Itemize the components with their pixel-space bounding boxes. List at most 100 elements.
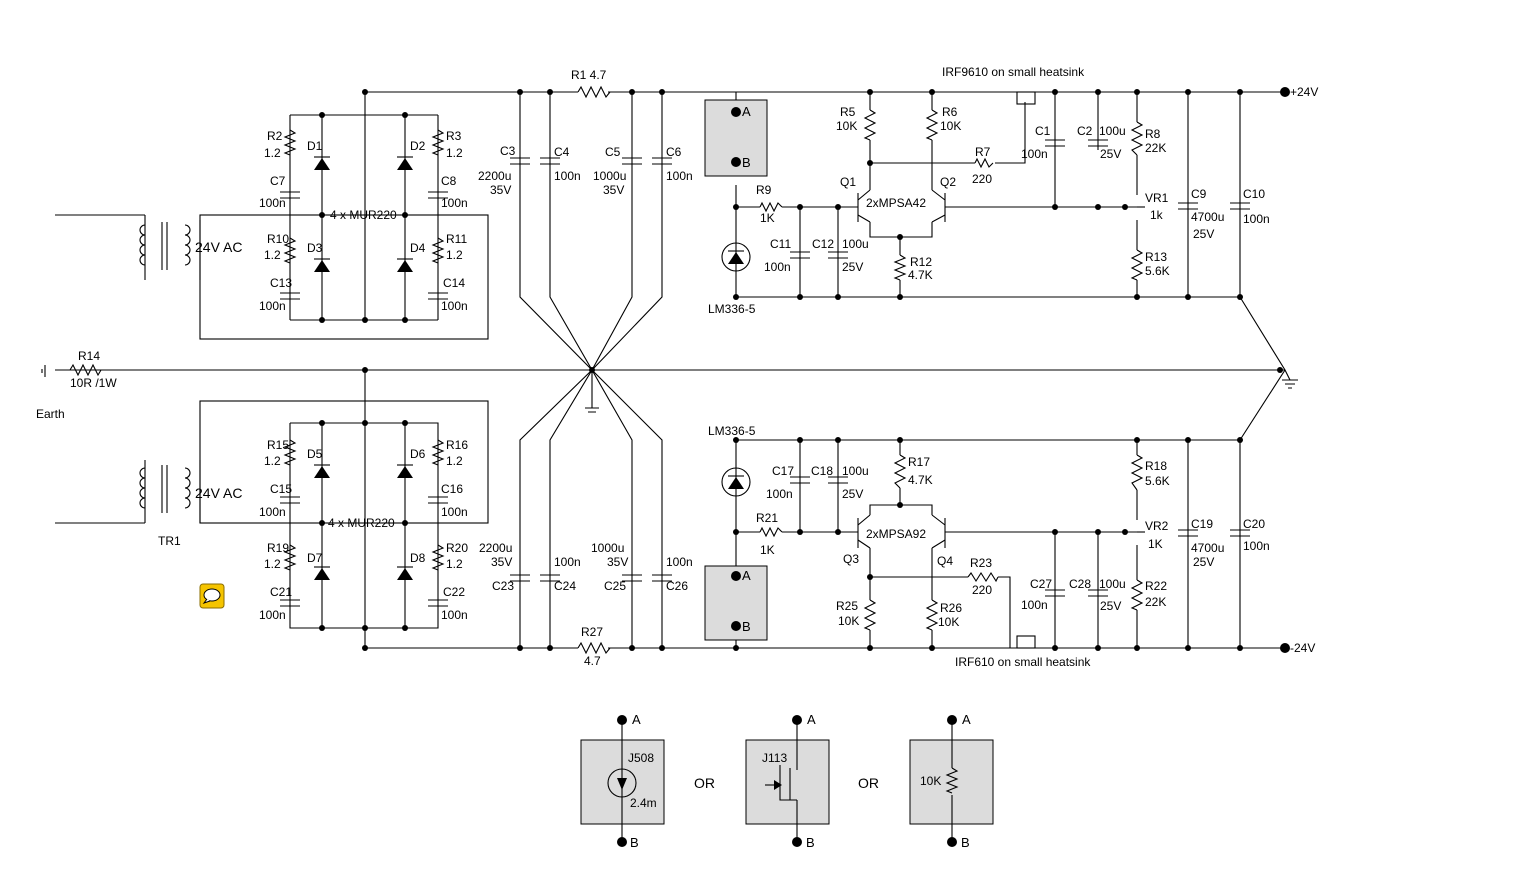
svg-text:OR: OR bbox=[858, 775, 879, 791]
comment-icon[interactable] bbox=[199, 583, 225, 609]
svg-text:2200u: 2200u bbox=[478, 169, 511, 183]
svg-text:4700u: 4700u bbox=[1191, 541, 1224, 555]
svg-text:100u: 100u bbox=[1099, 577, 1126, 591]
svg-text:100u: 100u bbox=[842, 237, 869, 251]
svg-text:C28: C28 bbox=[1069, 577, 1091, 591]
svg-text:C17: C17 bbox=[772, 464, 794, 478]
svg-text:100n: 100n bbox=[441, 608, 468, 622]
neg-rail-label: -24V bbox=[1290, 641, 1315, 655]
svg-text:100n: 100n bbox=[1243, 539, 1270, 553]
svg-text:5.6K: 5.6K bbox=[1145, 474, 1170, 488]
svg-text:1K: 1K bbox=[1148, 537, 1163, 551]
svg-text:B: B bbox=[961, 835, 970, 850]
svg-text:C14: C14 bbox=[443, 276, 465, 290]
junctions bbox=[319, 87, 1290, 847]
svg-text:R25: R25 bbox=[836, 599, 858, 613]
svg-text:R16: R16 bbox=[446, 438, 468, 452]
svg-text:100n: 100n bbox=[766, 487, 793, 501]
svg-text:D8: D8 bbox=[410, 551, 426, 565]
labels: +24V -24V Earth R14 10R /1W TR1 24V AC 2… bbox=[36, 65, 1318, 850]
svg-text:C26: C26 bbox=[666, 579, 688, 593]
svg-text:R15: R15 bbox=[267, 438, 289, 452]
svg-text:35V: 35V bbox=[607, 555, 628, 569]
svg-text:LM336-5: LM336-5 bbox=[708, 424, 756, 438]
svg-text:D2: D2 bbox=[410, 139, 426, 153]
svg-text:R13: R13 bbox=[1145, 250, 1167, 264]
svg-text:LM336-5: LM336-5 bbox=[708, 302, 756, 316]
svg-text:C11: C11 bbox=[770, 237, 791, 251]
svg-text:4.7: 4.7 bbox=[584, 654, 601, 668]
transformer-coils bbox=[41, 222, 1298, 513]
svg-text:1.2: 1.2 bbox=[446, 248, 463, 262]
svg-text:C1: C1 bbox=[1035, 124, 1051, 138]
transistors bbox=[857, 91, 1036, 649]
svg-text:R19: R19 bbox=[267, 541, 289, 555]
svg-text:25V: 25V bbox=[842, 260, 863, 274]
svg-text:2.4m: 2.4m bbox=[630, 796, 657, 810]
svg-text:220: 220 bbox=[972, 583, 992, 597]
svg-text:100n: 100n bbox=[666, 555, 693, 569]
svg-text:R2: R2 bbox=[267, 129, 283, 143]
svg-text:D5: D5 bbox=[307, 447, 323, 461]
svg-text:1k: 1k bbox=[1150, 208, 1164, 222]
svg-text:R5: R5 bbox=[840, 105, 856, 119]
svg-text:1000u: 1000u bbox=[593, 169, 626, 183]
svg-text:1.2: 1.2 bbox=[264, 248, 281, 262]
svg-text:10K: 10K bbox=[920, 774, 941, 788]
svg-text:22K: 22K bbox=[1145, 595, 1166, 609]
resistors bbox=[69, 85, 1145, 655]
svg-text:VR1: VR1 bbox=[1145, 191, 1169, 205]
svg-text:C7: C7 bbox=[270, 174, 286, 188]
svg-text:R27: R27 bbox=[581, 625, 603, 639]
svg-text:25V: 25V bbox=[1193, 227, 1214, 241]
svg-text:R26: R26 bbox=[940, 601, 962, 615]
svg-text:R11: R11 bbox=[446, 232, 467, 246]
svg-text:C22: C22 bbox=[443, 585, 465, 599]
svg-text:J508: J508 bbox=[628, 751, 654, 765]
svg-text:100n: 100n bbox=[441, 299, 468, 313]
svg-text:4 x MUR220: 4 x MUR220 bbox=[330, 208, 397, 222]
svg-text:24V AC: 24V AC bbox=[195, 239, 242, 255]
capacitors bbox=[280, 139, 1250, 607]
svg-text:100n: 100n bbox=[441, 196, 468, 210]
svg-text:100u: 100u bbox=[842, 464, 869, 478]
svg-text:R8: R8 bbox=[1145, 127, 1161, 141]
svg-text:R3: R3 bbox=[446, 129, 462, 143]
svg-text:B: B bbox=[630, 835, 639, 850]
svg-text:1.2: 1.2 bbox=[264, 557, 281, 571]
svg-text:D3: D3 bbox=[307, 241, 323, 255]
svg-text:A: A bbox=[807, 712, 816, 727]
svg-text:R9: R9 bbox=[756, 183, 772, 197]
svg-text:100n: 100n bbox=[764, 260, 791, 274]
svg-text:2xMPSA42: 2xMPSA42 bbox=[866, 196, 926, 210]
svg-text:1K: 1K bbox=[760, 543, 775, 557]
svg-text:C15: C15 bbox=[270, 482, 292, 496]
svg-text:1.2: 1.2 bbox=[446, 557, 463, 571]
svg-text:B: B bbox=[742, 155, 751, 170]
svg-text:100n: 100n bbox=[554, 169, 581, 183]
svg-text:C6: C6 bbox=[666, 145, 682, 159]
svg-text:D7: D7 bbox=[307, 551, 323, 565]
svg-text:J113: J113 bbox=[762, 751, 787, 765]
svg-text:IRF610 on small heatsink: IRF610 on small heatsink bbox=[955, 655, 1091, 669]
svg-text:100n: 100n bbox=[1243, 212, 1270, 226]
svg-text:10K: 10K bbox=[838, 614, 859, 628]
svg-text:A: A bbox=[742, 568, 751, 583]
svg-text:100n: 100n bbox=[259, 608, 286, 622]
svg-text:C18: C18 bbox=[811, 464, 833, 478]
svg-text:R7: R7 bbox=[975, 145, 991, 159]
svg-text:R17: R17 bbox=[908, 455, 930, 469]
svg-text:B: B bbox=[742, 619, 751, 634]
svg-text:C27: C27 bbox=[1030, 577, 1052, 591]
svg-text:10K: 10K bbox=[836, 119, 857, 133]
svg-text:C13: C13 bbox=[270, 276, 292, 290]
svg-text:C4: C4 bbox=[554, 145, 570, 159]
svg-text:R20: R20 bbox=[446, 541, 468, 555]
svg-text:C12: C12 bbox=[812, 237, 834, 251]
svg-text:1.2: 1.2 bbox=[264, 146, 281, 160]
svg-text:R18: R18 bbox=[1145, 459, 1167, 473]
svg-text:Q2: Q2 bbox=[940, 175, 956, 189]
svg-text:Q1: Q1 bbox=[840, 175, 856, 189]
svg-text:Q4: Q4 bbox=[937, 554, 953, 568]
svg-text:100u: 100u bbox=[1099, 124, 1126, 138]
